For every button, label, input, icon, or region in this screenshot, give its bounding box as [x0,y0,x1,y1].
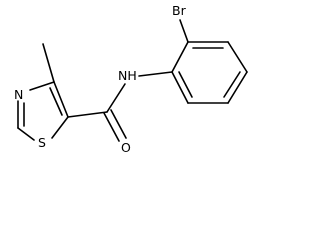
bond-carbonyl-n [106,83,126,113]
bond-ph-3-4 [227,41,248,73]
bond-ph-6-1 [171,71,189,104]
bond-c-br [179,19,189,43]
amide-group [67,71,173,142]
atom-label-o: O [121,140,131,155]
bond-c5-c4 [53,81,69,118]
bond-c4-n [29,81,55,91]
phenyl-ring [171,41,248,104]
bond-ph-4-5-inner [223,71,241,98]
thiazole-ring [17,81,69,141]
bond-ph-4-5 [227,71,248,104]
atom-label-br: Br [172,3,187,18]
bond-s-c5 [51,116,69,139]
bond-carbonyl-o-double [110,109,127,139]
bond-n-phenyl [138,71,173,77]
bond-ph-6-1-inner [178,71,193,98]
bond-ph-1-2 [171,41,189,73]
bond-c5-carbonyl [67,111,108,118]
bond-carbonyl-o [103,112,120,142]
bond-c5-c4-inner [49,87,63,116]
atom-label-s: S [38,135,46,150]
atom-label-n: N [14,87,23,102]
chemical-structure-diagram: Br NH N S O [14,3,248,155]
bond-c2-s [17,127,35,141]
atom-label-nh: NH [118,68,137,83]
bond-methyl [42,43,55,83]
